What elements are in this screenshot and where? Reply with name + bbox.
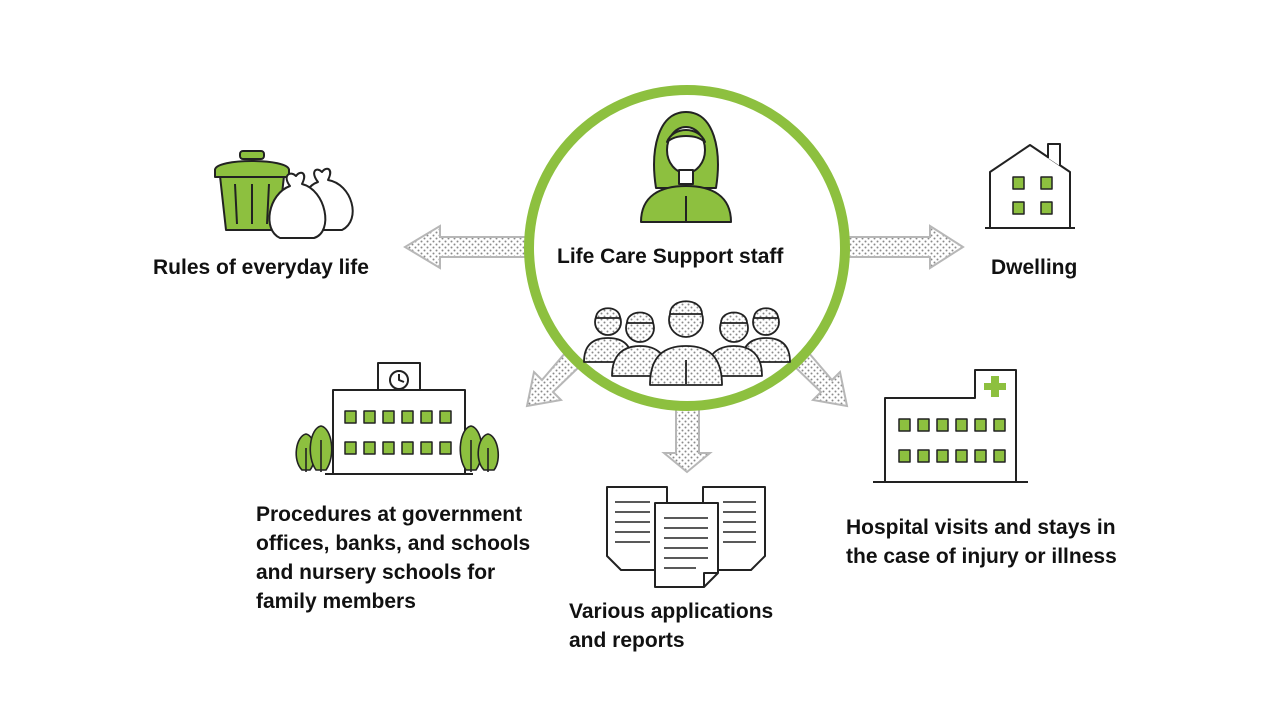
staff-group-icon (583, 300, 791, 386)
label-hospital: Hospital visits and stays in the case of… (846, 516, 1117, 568)
label-dwelling: Dwelling (991, 256, 1078, 279)
arrow-to-rules (403, 224, 529, 270)
label-procedures: Procedures at government offices, banks,… (256, 503, 531, 613)
arrow-to-procedures (525, 350, 582, 408)
hospital-icon (873, 369, 1028, 483)
center-title: Life Care Support staff (557, 245, 784, 268)
arrow-to-hospital (792, 350, 849, 408)
house-icon (985, 143, 1075, 229)
school-building-icon (325, 362, 473, 475)
label-applications: Various applications and reports (569, 600, 774, 652)
label-rules-of-everyday-life: Rules of everyday life (153, 256, 369, 279)
person-icon (640, 111, 732, 223)
tree-icon (295, 425, 500, 472)
arrow-to-applications (661, 404, 713, 474)
garbage-bags-icon (268, 167, 354, 239)
arrow-to-dwelling (844, 224, 965, 270)
documents-icon (606, 486, 766, 588)
